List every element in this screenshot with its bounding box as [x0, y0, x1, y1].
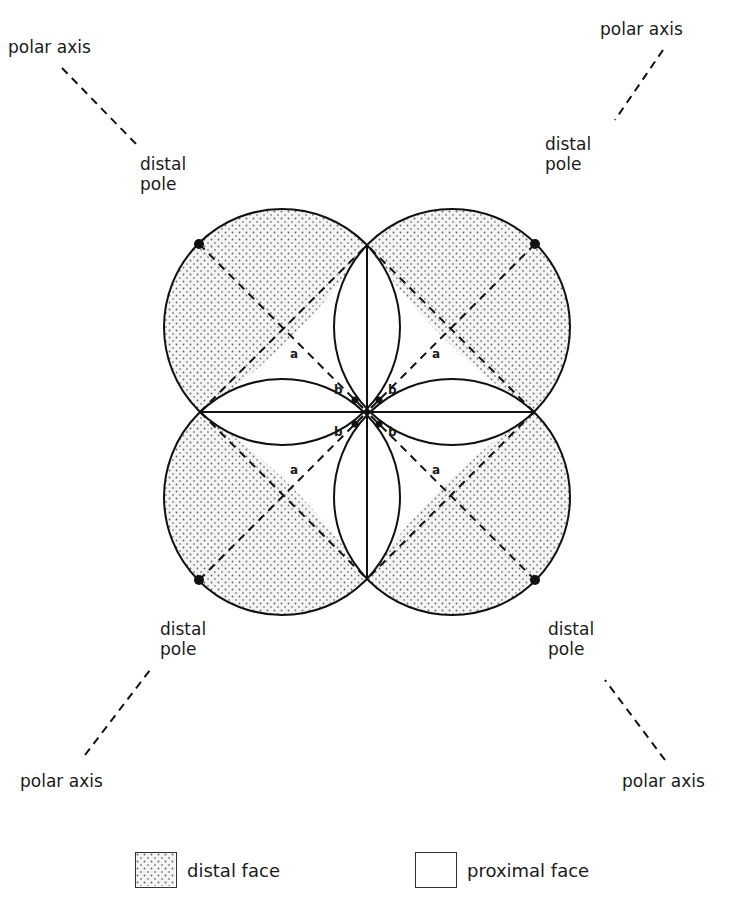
- dashed-axes: [62, 50, 665, 760]
- legend-swatch: [415, 852, 457, 888]
- axis-label: polar axis: [600, 20, 720, 40]
- angle-letter: b: [388, 426, 402, 440]
- legend-text: proximal face: [467, 860, 589, 881]
- stipple-swatch: [135, 852, 177, 888]
- angle-letter: b: [388, 384, 402, 398]
- angle-letter: a: [290, 348, 304, 362]
- axis-label: polar axis: [20, 772, 140, 792]
- angle-letter: a: [432, 464, 446, 478]
- angle-letter: a: [290, 464, 304, 478]
- pole-label: distal pole: [548, 620, 610, 659]
- stipple-sample: [136, 853, 175, 886]
- axis-label: polar axis: [622, 772, 732, 792]
- pole-label: distal pole: [140, 155, 202, 194]
- pole-dots: [194, 239, 540, 585]
- legend-text: distal face: [187, 860, 280, 881]
- axis-label: polar axis: [8, 38, 128, 58]
- angle-letter: b: [334, 426, 348, 440]
- stippled-circles: [164, 209, 570, 615]
- legend-row: proximal face: [415, 852, 589, 888]
- legend-row: distal face: [135, 852, 280, 888]
- proximal-faces: [200, 245, 534, 579]
- pole-label: distal pole: [160, 620, 222, 659]
- circle-outlines: [164, 209, 570, 615]
- angle-letter: b: [334, 384, 348, 398]
- pole-label: distal pole: [545, 135, 607, 174]
- angle-letter: a: [432, 348, 446, 362]
